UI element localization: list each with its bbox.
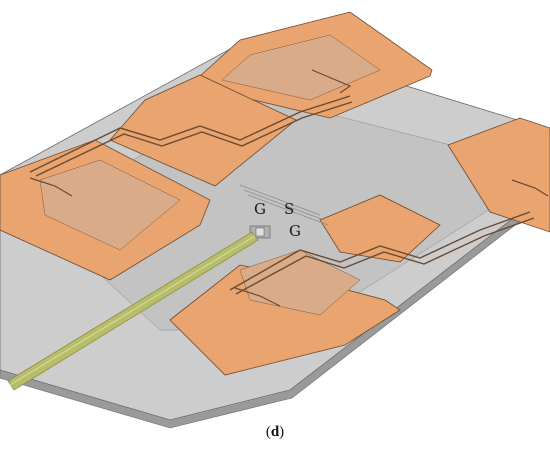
feed-network-lower bbox=[229, 211, 535, 295]
caption-letter: d bbox=[270, 424, 280, 440]
feed-network-upper bbox=[29, 95, 353, 177]
feed-cable bbox=[7, 231, 259, 391]
patch-top bbox=[189, 11, 433, 119]
port-label-signal: S bbox=[284, 200, 294, 218]
caption-open: ( bbox=[265, 424, 271, 440]
patch-left bbox=[0, 139, 211, 281]
caption-close: ) bbox=[279, 424, 285, 440]
patch-lower-right bbox=[319, 194, 441, 263]
port-label-ground-2: G bbox=[289, 222, 301, 240]
feed-connector bbox=[249, 225, 271, 239]
port-label-ground-1: G bbox=[254, 200, 266, 218]
patch-right bbox=[447, 117, 550, 233]
figure-caption: (d) bbox=[0, 424, 550, 441]
patch-bottom bbox=[169, 249, 401, 376]
patch-upper-left bbox=[109, 74, 297, 187]
central-cpw-strips bbox=[239, 184, 329, 226]
